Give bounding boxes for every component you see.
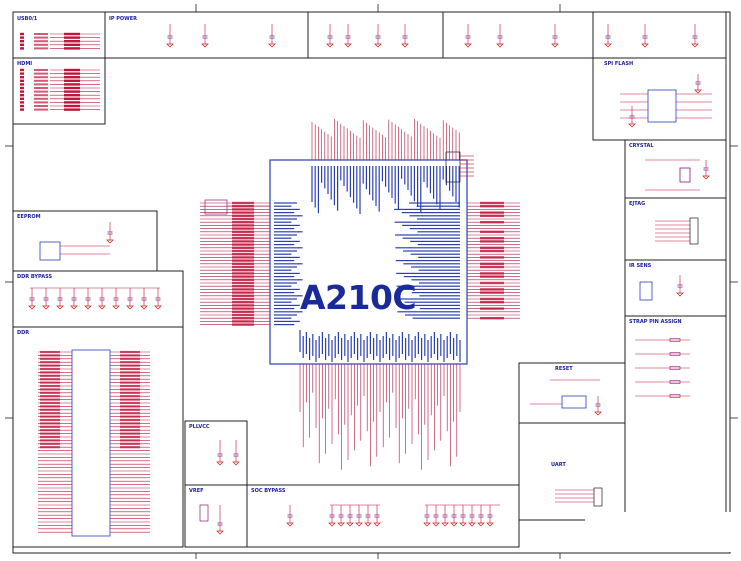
soc-chip: [269, 159, 468, 365]
section-title-spi-flash: SPI FLASH: [604, 61, 634, 67]
section-title-strap: STRAP PIN ASSIGN: [629, 319, 682, 325]
components: [20, 32, 709, 537]
section-title-vref: VREF: [189, 488, 204, 494]
section-title-pllvcc: PLLVCC: [189, 424, 210, 430]
section-title-soc-bypass: SOC BYPASS: [251, 488, 286, 494]
section-title-eeprom: EEPROM: [17, 214, 41, 220]
zone-ticks: [5, 4, 738, 559]
ground-symbols: [28, 43, 710, 535]
section-title-hdmi: HDMI: [17, 61, 33, 67]
section-title-ir-sens: IR SENS: [629, 263, 652, 269]
section-title-reset: RESET: [555, 366, 573, 372]
section-title-ip-power: IP POWER: [109, 16, 137, 22]
section-title-usb: USB0/1: [17, 16, 38, 22]
watermark-area: [585, 512, 731, 552]
section-title-uart: UART: [551, 462, 566, 468]
section-title-crystal: CRYSTAL: [629, 143, 654, 149]
section-title-jtag: EJTAG: [629, 201, 646, 207]
section-title-ddr: DDR: [17, 330, 30, 336]
chip-name: A210C: [300, 278, 417, 317]
soc-pin-labels: [232, 166, 504, 362]
section-title-ddr-bypass: DDR BYPASS: [17, 274, 53, 280]
section-frames: [12, 11, 727, 548]
